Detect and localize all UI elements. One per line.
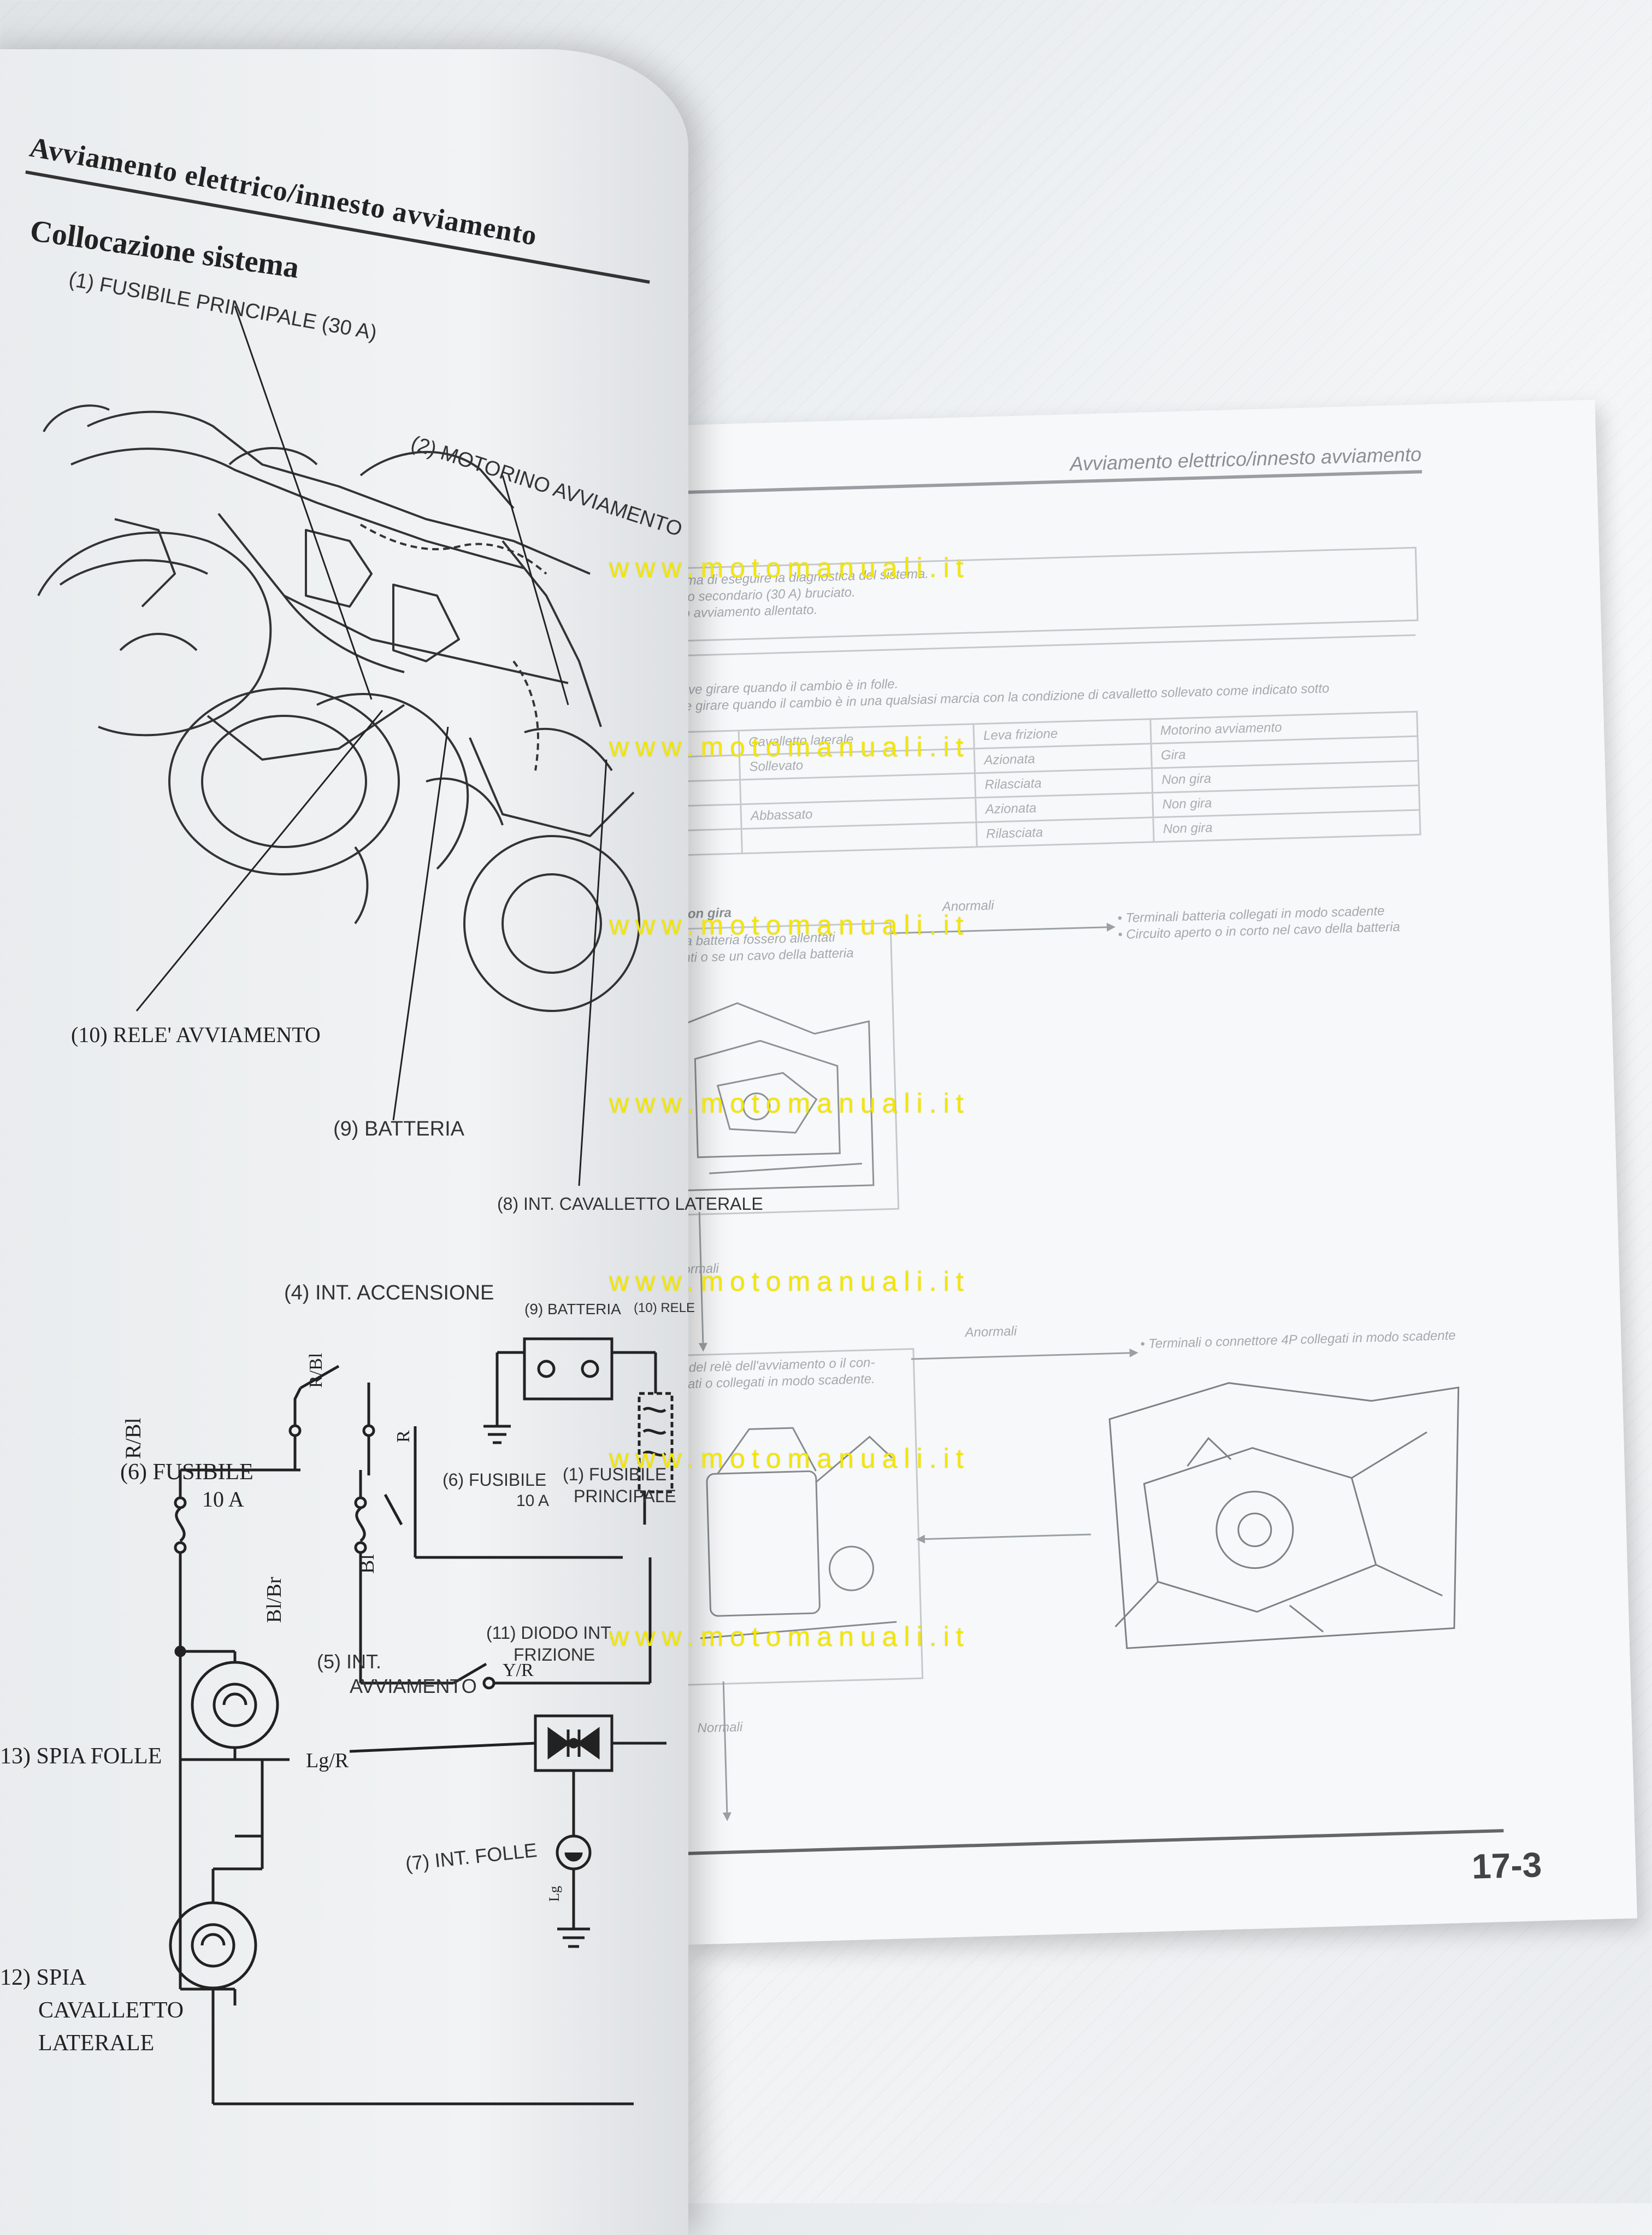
- watermark: www.motomanuali.it: [609, 552, 970, 583]
- arrow-back: [916, 1533, 1091, 1544]
- callout-battery: (9) BATTERIA: [333, 1118, 464, 1140]
- watermark: www.motomanuali.it: [609, 1266, 970, 1297]
- arrow-abnormal: [888, 922, 1116, 934]
- wire-label-blbr: Bl/Br: [263, 1577, 286, 1623]
- wire-label-r: R: [393, 1430, 414, 1443]
- label-start-switch: (5) INT.: [317, 1650, 382, 1673]
- watermark: www.motomanuali.it: [609, 1443, 970, 1474]
- watermark: www.motomanuali.it: [609, 1088, 970, 1119]
- label-clutch-diode: (11) DIODO INT.: [486, 1623, 615, 1643]
- wire-label-lgr: Lg/R: [306, 1749, 349, 1772]
- watermark: www.motomanuali.it: [609, 910, 970, 940]
- wire-label-lg: Lg: [546, 1886, 562, 1902]
- label-battery: (9) BATTERIA: [524, 1301, 621, 1318]
- abnormal-label: Anormali: [965, 1324, 1017, 1340]
- callout-starter-relay: (10) RELE' AVVIAMENTO: [71, 1022, 321, 1047]
- label-start-switch-2: AVVIAMENTO: [350, 1675, 477, 1697]
- label-main-fuse-2: PRINCIPALE: [574, 1486, 676, 1506]
- footer-rule: [684, 1829, 1504, 1855]
- callout-side-stand-switch: (8) INT. CAVALLETTO LATERALE: [497, 1194, 763, 1214]
- label-fuse-6-rating: 10 A: [202, 1487, 244, 1511]
- label-side-stand-lamp-2: CAVALLETTO: [38, 1998, 184, 2023]
- result-line: • Terminali o connettore 4P collegati in…: [1140, 1328, 1456, 1352]
- label-fuse-6b-rating: 10 A: [516, 1492, 550, 1510]
- right-page: Avviamento elettrico/innesto avviamento …: [645, 399, 1637, 1945]
- arrow-normal: [698, 1211, 707, 1352]
- relay-illustration: [700, 1427, 897, 1639]
- circuit-diagram: [169, 1337, 674, 2105]
- normal-label: Normali: [697, 1719, 743, 1736]
- wire-label-yr: Y/R: [503, 1660, 534, 1680]
- page-number: 17-3: [1471, 1845, 1543, 1886]
- arrow-abnormal: [911, 1348, 1138, 1360]
- label-side-stand-lamp: 12) SPIA: [0, 1965, 86, 1990]
- left-page: Avviamento elettrico/innesto avviamento …: [0, 49, 763, 2235]
- watermark: www.motomanuali.it: [609, 732, 970, 762]
- label-fuse-6b: (6) FUSIBILE: [442, 1470, 547, 1490]
- table-cell: Rilasciata: [976, 817, 1154, 847]
- label-ignition-switch: (4) INT. ACCENSIONE: [284, 1281, 494, 1304]
- label-relay: (10) RELE: [634, 1301, 695, 1315]
- label-neutral-lamp: 13) SPIA FOLLE: [0, 1744, 162, 1769]
- motorcycle-drawing: [37, 305, 640, 1186]
- wire-label-rbl-2: R/Bl: [306, 1352, 326, 1388]
- wire-label-bl: Bl: [356, 1554, 379, 1574]
- label-main-fuse: (1) FUSIBILE: [563, 1464, 667, 1484]
- label-fuse-6: (6) FUSIBILE: [120, 1460, 253, 1485]
- connector-illustration: [1108, 1382, 1460, 1649]
- label-side-stand-lamp-3: LATERALE: [38, 2031, 155, 2056]
- arrow-normal: [722, 1681, 731, 1821]
- watermark: www.motomanuali.it: [609, 1621, 970, 1652]
- label-clutch-diode-2: FRIZIONE: [514, 1645, 595, 1665]
- wire-label-rbl: R/Bl: [121, 1418, 145, 1459]
